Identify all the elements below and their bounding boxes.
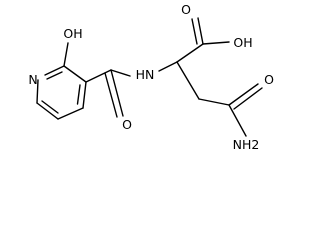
bond-camide-o-b — [104, 72, 118, 118]
bond-c3-c4-inner — [76, 84, 81, 105]
bond-camide-nh — [110, 69, 131, 77]
bond-c5-c6-inner — [41, 100, 59, 114]
bond-ccarbox-o-a — [228, 83, 259, 106]
bond-c6-n1 — [36, 79, 39, 104]
bond-c4-c5 — [57, 107, 84, 120]
carboxamide-nh2-label: NH2 — [233, 137, 260, 152]
bond-ch2-ccarbox — [198, 98, 230, 106]
bond-n1-c2 — [44, 65, 65, 76]
acid-oxygen-label: O — [181, 2, 191, 17]
bond-cacid-oh — [202, 41, 230, 45]
bond-c2-oh — [63, 42, 69, 67]
bond-c3-camide — [85, 69, 112, 83]
nh2-text: NH2 — [233, 137, 260, 152]
bond-ccarbox-o-b — [233, 87, 263, 110]
bond-cacid-o-a — [197, 17, 204, 45]
pyridine-nitrogen-label: N — [28, 72, 37, 87]
bond-ccarbox-nh2 — [228, 104, 247, 137]
bond-calpha-cacid — [176, 43, 204, 63]
bond-c5-c6 — [36, 102, 59, 120]
bond-calpha-ch2 — [176, 61, 200, 100]
bond-c3-c4 — [82, 81, 87, 109]
amide-oxygen-label: O — [122, 117, 132, 132]
acid-hydroxy-label: OH — [233, 35, 252, 50]
bond-cacid-o-b — [191, 18, 198, 45]
bond-camide-o-a — [110, 69, 124, 117]
carboxamide-oxygen-label: O — [264, 72, 274, 87]
bond-nh-calpha — [158, 61, 178, 72]
hydroxy-label: OH — [63, 26, 82, 41]
molecule-structure: N OH HN O O OH O NH2 — [28, 2, 274, 152]
amide-nh-label: HN — [136, 67, 155, 82]
bond-c2-n1-inner — [46, 71, 63, 80]
bond-c2-c3 — [63, 65, 87, 83]
